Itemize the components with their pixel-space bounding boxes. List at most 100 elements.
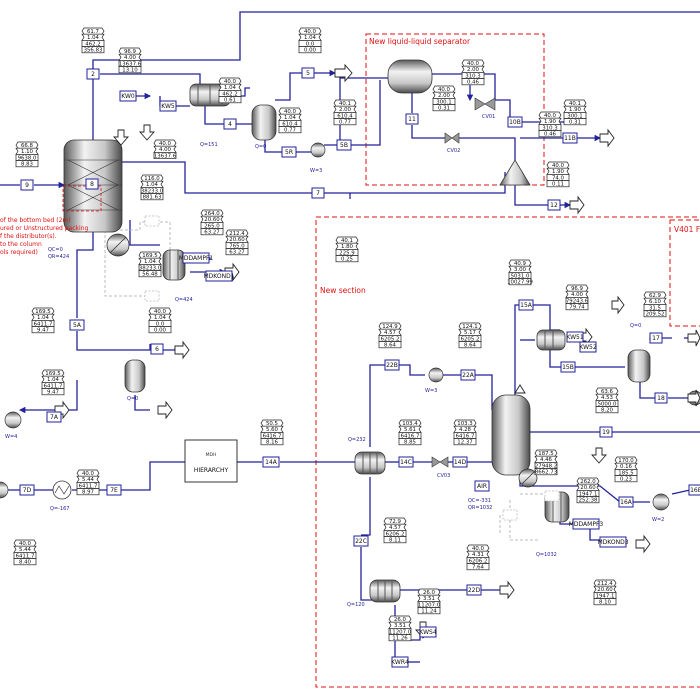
reboiler-new[interactable] bbox=[518, 468, 538, 488]
equipment-label-q0b: Q=0 bbox=[255, 144, 266, 150]
heat-exchanger-15a[interactable] bbox=[536, 329, 566, 351]
table-value: 2.00 bbox=[438, 93, 451, 99]
stream-s22d[interactable]: 22D bbox=[466, 584, 482, 596]
stream-s15a[interactable]: 15A bbox=[518, 299, 534, 311]
stream-s10b[interactable]: 10B bbox=[507, 116, 523, 128]
table-value: 8.83 bbox=[21, 162, 33, 168]
table-value: 40.0 bbox=[224, 79, 237, 85]
stream-kws4[interactable]: KWS4 bbox=[419, 626, 437, 638]
stream-mdk3[interactable]: MDKOND3 bbox=[597, 536, 629, 548]
stream-s22b[interactable]: 22B bbox=[384, 359, 400, 371]
table-value: 40.1 bbox=[341, 238, 353, 244]
stream-s14d[interactable]: 14D bbox=[452, 456, 468, 468]
table-value: 0.77 bbox=[339, 120, 351, 126]
stream-s2[interactable]: 2 bbox=[86, 68, 100, 80]
table-value: 6206.2 bbox=[469, 558, 488, 564]
stream-label-s16b: 16B bbox=[690, 487, 700, 494]
stream-kw5[interactable]: KW5 bbox=[159, 100, 177, 112]
pump-3[interactable] bbox=[0, 481, 9, 499]
stream-s11b[interactable]: 11B bbox=[562, 132, 578, 144]
stream-s5a[interactable]: 5A bbox=[69, 319, 85, 331]
stream-s22a[interactable]: 22A bbox=[460, 369, 476, 381]
control-valve-cv01[interactable] bbox=[474, 97, 496, 111]
stream-air[interactable]: AIR bbox=[474, 480, 490, 492]
heat-exchanger-22c[interactable] bbox=[369, 579, 401, 603]
stream-kw0[interactable]: KW0 bbox=[119, 90, 137, 102]
new-section-title: New section bbox=[320, 286, 366, 295]
table-value: 0.31 bbox=[569, 120, 581, 126]
liquid-liquid-separator[interactable] bbox=[387, 59, 433, 94]
mixer-triangle[interactable] bbox=[499, 159, 531, 186]
stream-kw52[interactable]: KW52 bbox=[579, 341, 597, 353]
stream-kw51[interactable]: KW51 bbox=[566, 331, 584, 343]
pump-6[interactable] bbox=[652, 493, 670, 511]
stream-s16b[interactable]: 16B bbox=[688, 484, 700, 496]
pump-1[interactable] bbox=[310, 142, 326, 158]
pump-2[interactable] bbox=[4, 411, 22, 429]
cooler-1[interactable] bbox=[52, 480, 72, 500]
stream-mdd3[interactable]: MDDAMPF3 bbox=[569, 518, 604, 530]
table-value: 63.6 bbox=[601, 389, 614, 395]
control-valve-cv03[interactable] bbox=[431, 456, 449, 468]
table-value: 6411.7 bbox=[16, 553, 35, 559]
heat-exchanger-14a[interactable] bbox=[354, 451, 386, 475]
control-valve-cv02[interactable] bbox=[444, 132, 460, 144]
stream-s18[interactable]: 18 bbox=[654, 392, 668, 404]
steam-heater-1[interactable] bbox=[162, 249, 186, 281]
stream-s9[interactable]: 9 bbox=[20, 179, 34, 191]
table-value: 252.38 bbox=[579, 498, 598, 504]
gray-box-3 bbox=[544, 490, 560, 502]
stream-label-s17: 17 bbox=[652, 335, 660, 342]
table-value: 7.64 bbox=[472, 565, 485, 571]
table-value: 462.2 bbox=[85, 41, 100, 47]
stream-s6[interactable]: 6 bbox=[150, 343, 164, 355]
stream-s16a[interactable]: 16A bbox=[618, 496, 634, 508]
stream-s15b[interactable]: 15B bbox=[560, 361, 576, 373]
distillation-column-new[interactable] bbox=[491, 394, 531, 476]
stream-s5r[interactable]: 5R bbox=[281, 146, 297, 158]
hierarchy-block[interactable]: MDH HIERARCHY bbox=[184, 439, 238, 483]
table-value: 26.0 bbox=[394, 617, 407, 623]
stream-kwr4[interactable]: KWR4 bbox=[391, 656, 409, 668]
table-value: 356.83 bbox=[84, 48, 103, 54]
stream-s12[interactable]: 12 bbox=[547, 199, 561, 211]
table-value: 0.61 bbox=[224, 98, 236, 104]
stream-label-s4: 4 bbox=[228, 121, 232, 128]
table-value: 6416.7 bbox=[263, 433, 282, 439]
drum-2[interactable] bbox=[124, 359, 146, 393]
equipment-label-q0c: Q=0 bbox=[127, 396, 138, 402]
flash-drum-1[interactable] bbox=[251, 104, 277, 141]
stream-s5[interactable]: 5 bbox=[301, 67, 315, 79]
stream-s22c[interactable]: 22C bbox=[353, 535, 369, 547]
table-value: 40.9 bbox=[514, 261, 527, 267]
stream-s7e[interactable]: 7E bbox=[106, 484, 122, 496]
table-value: 9.47 bbox=[37, 328, 49, 334]
stream-s7d[interactable]: 7D bbox=[19, 484, 35, 496]
stream-s4[interactable]: 4 bbox=[223, 118, 237, 130]
stream-s14a[interactable]: 14A bbox=[262, 456, 280, 468]
stream-mdk1[interactable]: MDKOND1 bbox=[203, 270, 235, 282]
stream-s17[interactable]: 17 bbox=[649, 332, 663, 344]
stream-s19[interactable]: 19 bbox=[599, 426, 613, 438]
stream-mdd1[interactable]: MDDAMPF1 bbox=[179, 252, 214, 264]
stream-label-s7e: 7E bbox=[110, 487, 118, 494]
pump-4[interactable] bbox=[428, 367, 444, 383]
bed-note-line-3: f the distributor(s). bbox=[0, 233, 57, 240]
table-value: 0.16 bbox=[620, 464, 633, 470]
stream-s8[interactable]: 8 bbox=[85, 178, 99, 190]
table-value: 26.0 bbox=[423, 590, 436, 596]
table-value: 4.28 bbox=[459, 427, 472, 433]
reboiler-exchanger[interactable] bbox=[106, 233, 130, 257]
stream-s14c[interactable]: 14C bbox=[398, 456, 414, 468]
table-value: 5000.0 bbox=[598, 401, 617, 407]
stream-s5b[interactable]: 5B bbox=[336, 139, 352, 151]
drum-3[interactable] bbox=[627, 349, 651, 383]
stream-s7a[interactable]: 7A bbox=[46, 411, 62, 423]
stream-s7[interactable]: 7 bbox=[311, 187, 325, 199]
stream-s11[interactable]: 11 bbox=[405, 113, 419, 125]
